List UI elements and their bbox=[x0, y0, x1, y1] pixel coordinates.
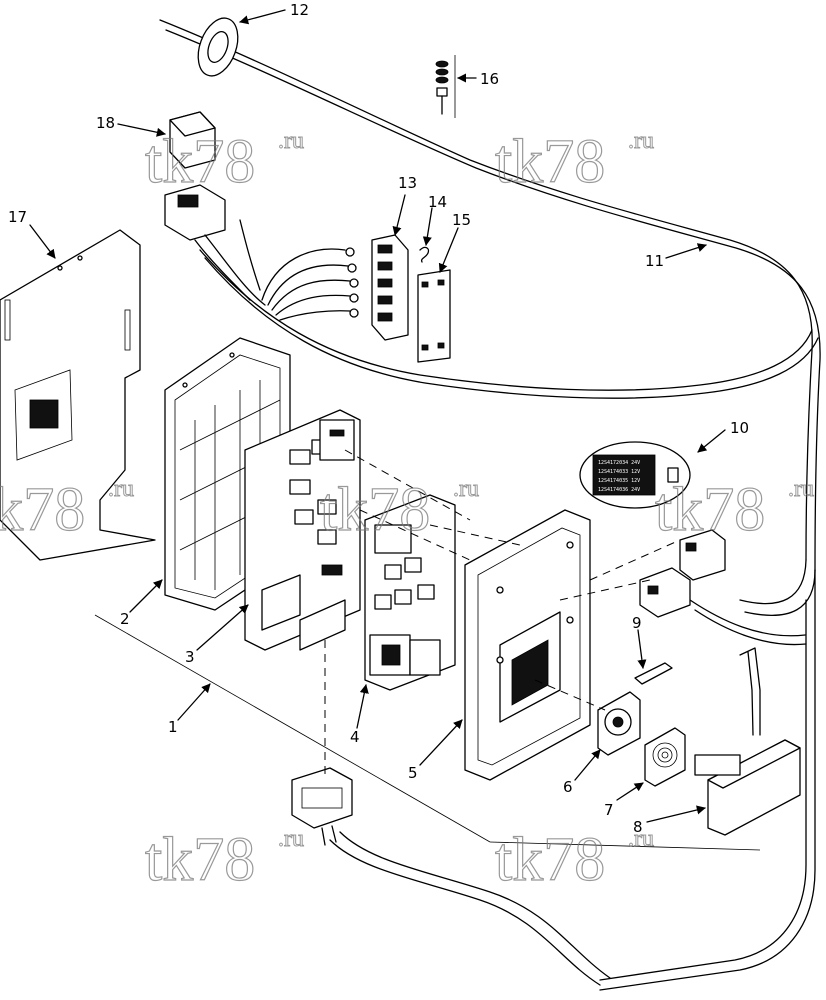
callout-9: 9 bbox=[632, 614, 642, 632]
terminal-strip-13 bbox=[371, 234, 409, 341]
bracket-17 bbox=[0, 229, 156, 561]
plate-line-3: 12S4174035 12V bbox=[598, 478, 640, 484]
connector-bottom bbox=[291, 767, 353, 846]
housing-5 bbox=[464, 509, 591, 781]
plate-line-1: 12S4172034 24V bbox=[598, 460, 640, 466]
plate-line-2: 12S4174033 12V bbox=[598, 469, 640, 475]
plate-line-4: 12S4174036 24V bbox=[598, 487, 640, 493]
relay-18 bbox=[164, 111, 266, 306]
callout-10: 10 bbox=[730, 419, 749, 437]
fan-6 bbox=[597, 691, 641, 756]
callout-8: 8 bbox=[633, 818, 643, 836]
hardware-16 bbox=[435, 55, 456, 118]
callout-12: 12 bbox=[290, 1, 309, 19]
label-plate-10: 12S4172034 24V 12S4174033 12V 12S4174035… bbox=[579, 441, 691, 509]
circuit-board-3 bbox=[244, 409, 361, 651]
watermark-main: tk78 bbox=[495, 826, 605, 894]
callout-5: 5 bbox=[408, 764, 418, 782]
watermark-suffix: .ru bbox=[278, 826, 304, 852]
jumper-14 bbox=[419, 246, 430, 263]
connectors-right bbox=[639, 529, 726, 618]
watermark-suffix: .ru bbox=[278, 128, 304, 154]
watermark-suffix: .ru bbox=[628, 826, 654, 852]
watermark-main: tk78 bbox=[495, 128, 605, 196]
callouts: 12 16 18 13 14 15 17 11 10 2 3 4 5 6 7 8… bbox=[8, 1, 749, 836]
watermark-main: tk78 bbox=[655, 476, 765, 544]
watermark-main: tk78 bbox=[320, 476, 430, 544]
fan-guard-7 bbox=[644, 727, 686, 787]
grommet-12 bbox=[197, 17, 239, 77]
callout-16: 16 bbox=[480, 70, 499, 88]
callout-4: 4 bbox=[350, 728, 360, 746]
watermark-main: tk78 bbox=[145, 128, 255, 196]
circuit-board-4 bbox=[364, 494, 456, 691]
callout-13: 13 bbox=[398, 174, 417, 192]
callout-18: 18 bbox=[96, 114, 115, 132]
watermark-suffix: .ru bbox=[788, 476, 814, 502]
label-15 bbox=[417, 269, 451, 363]
leader-lines bbox=[29, 9, 726, 823]
callout-14: 14 bbox=[428, 193, 447, 211]
watermark-main: tk78 bbox=[145, 826, 255, 894]
watermarks: tk78 .ru tk78 .ru tk78 .ru tk78 .ru tk78… bbox=[0, 127, 815, 894]
module-8 bbox=[694, 647, 801, 836]
watermark-suffix: .ru bbox=[628, 128, 654, 154]
watermark-main: tk78 bbox=[0, 476, 85, 544]
callout-6: 6 bbox=[563, 778, 573, 796]
callout-15: 15 bbox=[452, 211, 471, 229]
callout-1: 1 bbox=[168, 718, 178, 736]
callout-7: 7 bbox=[604, 801, 614, 819]
callout-17: 17 bbox=[8, 208, 27, 226]
callout-3: 3 bbox=[185, 648, 195, 666]
terminal-wires bbox=[261, 247, 359, 321]
watermark-suffix: .ru bbox=[453, 476, 479, 502]
clip-9 bbox=[634, 662, 673, 685]
callout-11: 11 bbox=[645, 252, 664, 270]
alignment-lines bbox=[324, 449, 681, 780]
harness-11 bbox=[159, 19, 821, 991]
callout-2: 2 bbox=[120, 610, 130, 628]
watermark-suffix: .ru bbox=[108, 476, 134, 502]
harness-1 bbox=[94, 614, 761, 986]
